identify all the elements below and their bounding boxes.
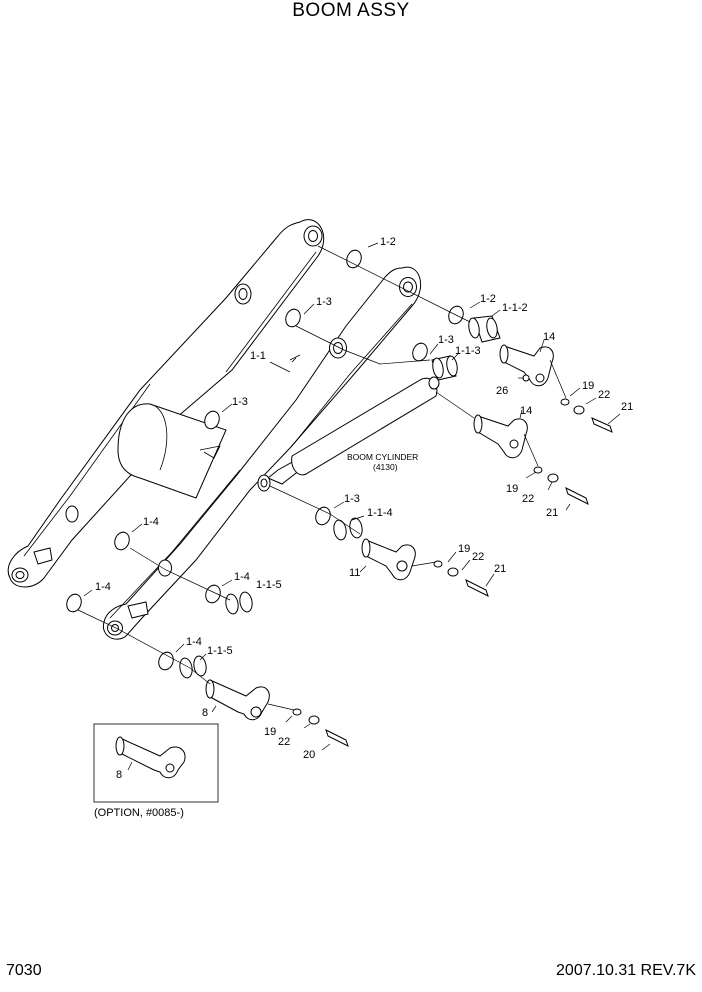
leader-lines <box>77 242 621 751</box>
callout-19: 19 <box>506 483 518 495</box>
option-inset-box <box>93 723 219 803</box>
revision-date: 2007.10.31 REV.7K <box>556 962 696 979</box>
callout-1-1: 1-1 <box>250 350 266 362</box>
callout-14: 14 <box>520 405 532 417</box>
callout-14: 14 <box>543 331 555 343</box>
washers-and-bolts <box>292 374 613 747</box>
boom-arm-rear <box>7 219 325 588</box>
callout-1-1-5: 1-1-5 <box>256 579 282 591</box>
callout-21: 21 <box>621 401 633 413</box>
callout-1-4: 1-4 <box>95 581 111 593</box>
callout-22: 22 <box>278 736 290 748</box>
page-number: 7030 <box>6 962 42 979</box>
page-title: BOOM ASSY <box>292 0 410 21</box>
boom-cylinder-code: (4130) <box>373 462 398 472</box>
callout-1-2: 1-2 <box>380 236 396 248</box>
callout-1-4: 1-4 <box>234 571 250 583</box>
boom-cross-tube <box>117 403 227 499</box>
pins <box>205 344 554 721</box>
callout-26: 26 <box>496 385 508 397</box>
callout-labels: 1-2 1-2 1-1-2 1-3 1-3 1-1-3 14 1-1 26 19… <box>94 236 633 819</box>
seal-rings <box>66 249 464 671</box>
callout-20: 20 <box>303 749 315 761</box>
callout-1-3: 1-3 <box>438 334 454 346</box>
callout-8: 8 <box>202 707 208 719</box>
callout-21: 21 <box>546 507 558 519</box>
callout-21: 21 <box>494 563 506 575</box>
boom-cylinder-label: BOOM CYLINDER <box>347 452 418 462</box>
callout-1-1-5: 1-1-5 <box>207 645 233 657</box>
callout-8: 8 <box>116 769 122 781</box>
callout-22: 22 <box>522 493 534 505</box>
option-note: (OPTION, #0085-) <box>94 807 184 819</box>
boom-cylinder <box>257 376 440 492</box>
callout-22: 22 <box>598 389 610 401</box>
callout-1-3: 1-3 <box>232 396 248 408</box>
callout-11: 11 <box>349 567 360 579</box>
callout-19: 19 <box>582 380 594 392</box>
callout-19: 19 <box>264 726 276 738</box>
callout-1-3: 1-3 <box>316 296 332 308</box>
callout-1-4: 1-4 <box>143 516 159 528</box>
boom-arm-front <box>102 266 422 640</box>
bushings <box>179 315 501 679</box>
callout-1-4: 1-4 <box>186 636 202 648</box>
callout-1-1-3: 1-1-3 <box>455 345 481 357</box>
callout-1-3: 1-3 <box>344 493 360 505</box>
callout-19: 19 <box>458 543 470 555</box>
callout-1-1-2: 1-1-2 <box>502 302 528 314</box>
callout-1-1-4: 1-1-4 <box>367 507 393 519</box>
callout-22: 22 <box>472 551 484 563</box>
callout-1-2: 1-2 <box>480 293 496 305</box>
